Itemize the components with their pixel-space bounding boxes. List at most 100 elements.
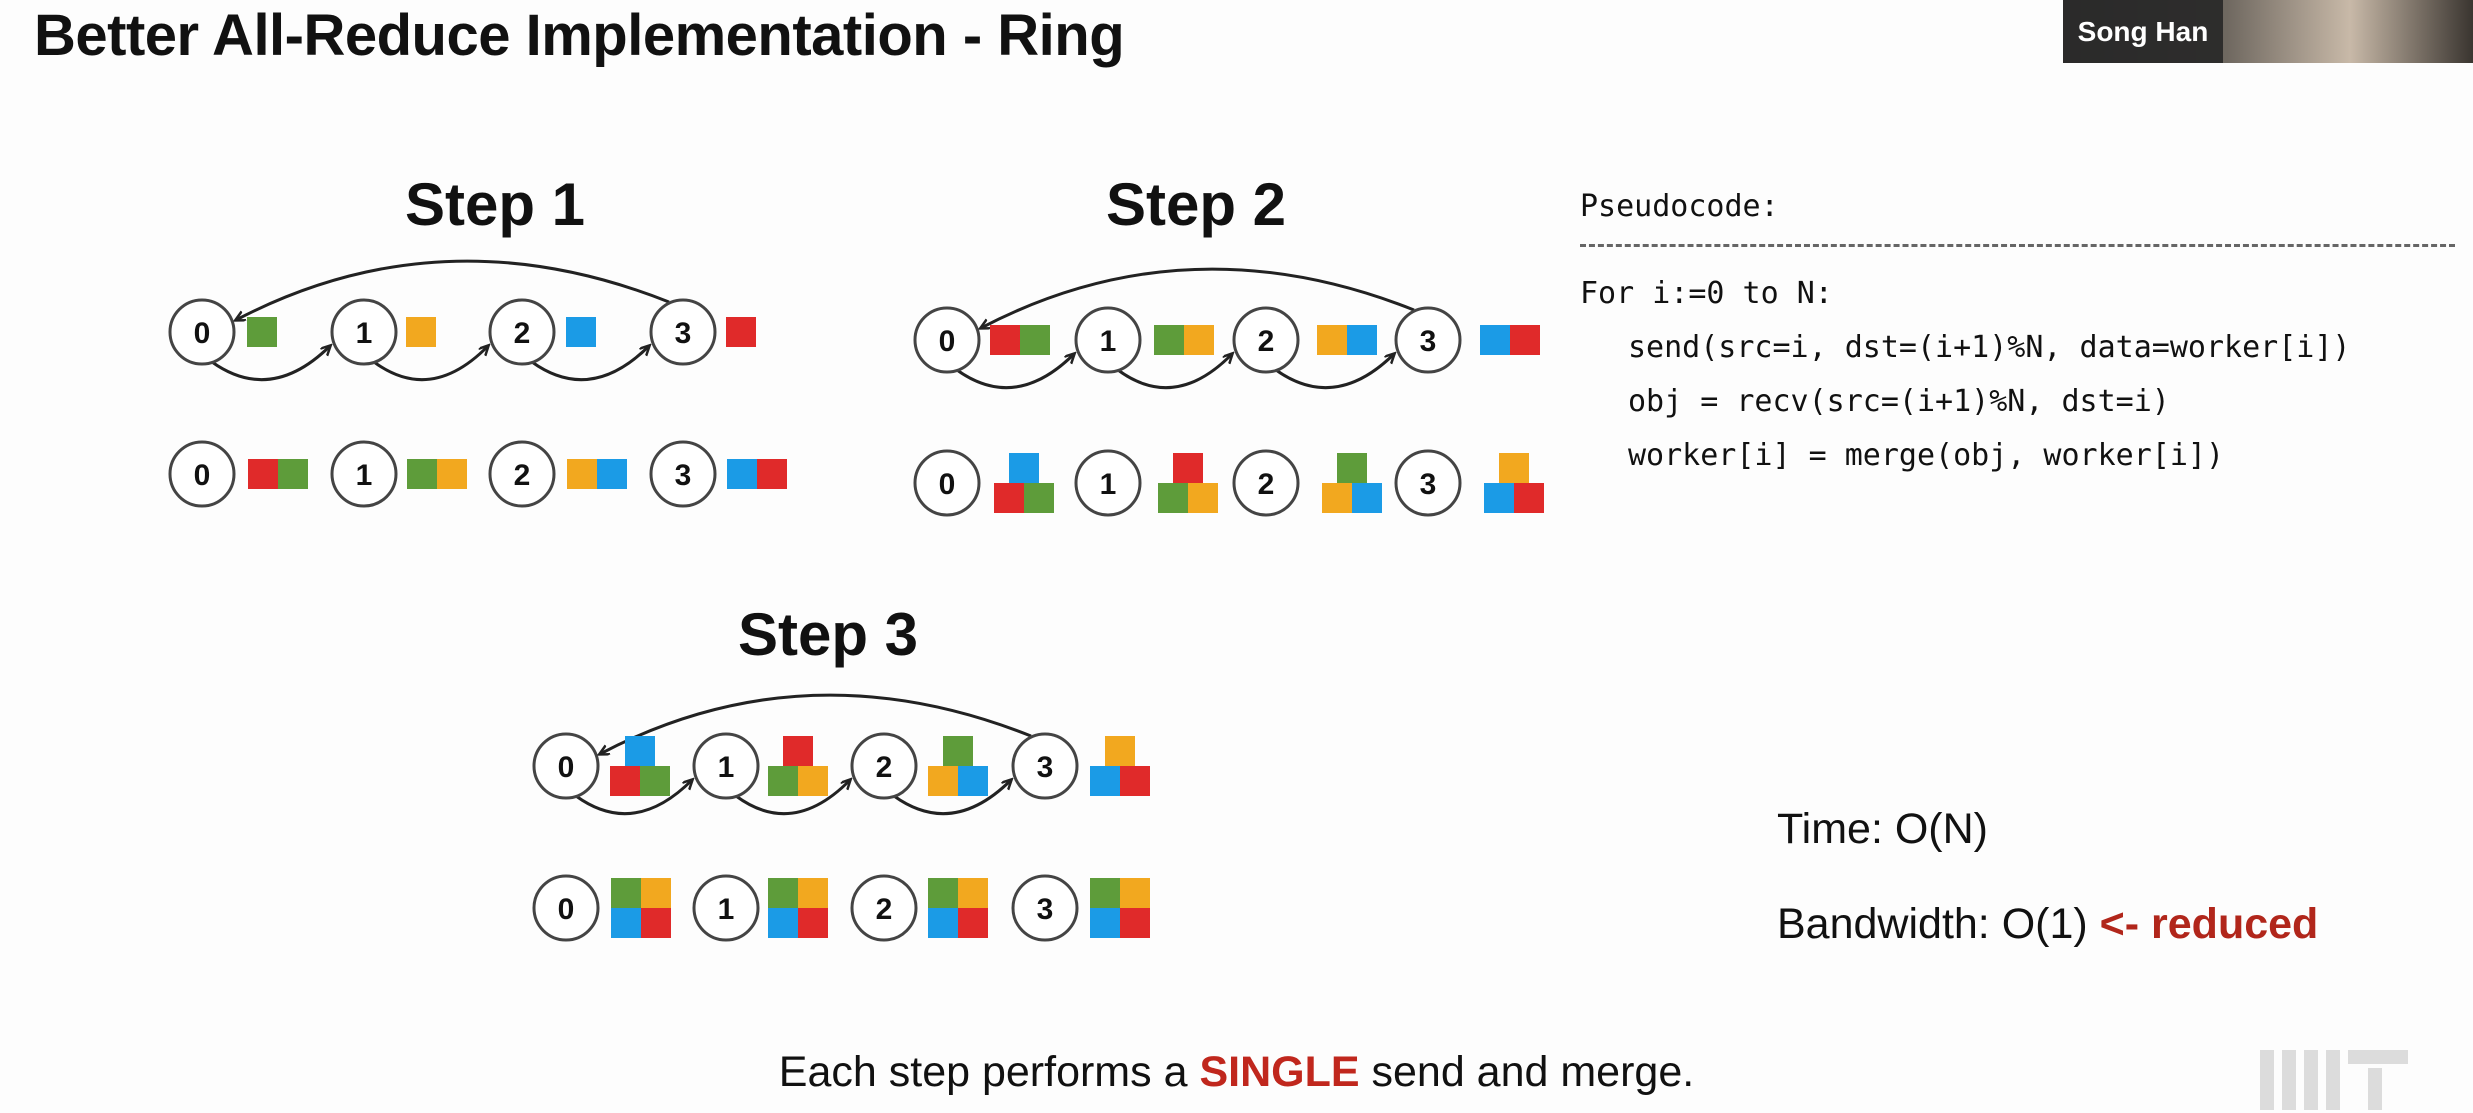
- data-chunk: [798, 908, 828, 938]
- mit-logo: [2260, 1050, 2408, 1110]
- data-chunk: [1009, 453, 1039, 483]
- data-chunk: [1352, 483, 1382, 513]
- data-chunk: [1347, 325, 1377, 355]
- caption-before: Each step performs a: [778, 1048, 1188, 1096]
- pseudocode-block: Pseudocode: For i:=0 to N: send(src=i, d…: [1580, 180, 2455, 483]
- data-chunk: [1184, 325, 1214, 355]
- bandwidth-complexity: Bandwidth: O(1) <- reduced: [1777, 900, 2318, 949]
- worker-node-3: [1394, 306, 1462, 374]
- data-chunk: [768, 766, 798, 796]
- pseudocode-line-3: obj = recv(src=(i+1)%N, dst=i): [1628, 384, 2170, 419]
- pseudocode-header: Pseudocode:: [1580, 189, 1779, 224]
- data-chunk: [958, 766, 988, 796]
- data-chunk: [798, 878, 828, 908]
- data-chunk: [1480, 325, 1510, 355]
- ring-arrow: [956, 354, 1074, 390]
- data-chunk: [727, 459, 757, 489]
- data-chunk: [640, 766, 670, 796]
- data-chunk: [1499, 453, 1529, 483]
- data-chunk: [1090, 908, 1120, 938]
- worker-label-1: 1: [718, 893, 735, 926]
- data-chunk: [1020, 325, 1050, 355]
- data-chunk: [406, 317, 436, 347]
- data-chunk: [798, 766, 828, 796]
- data-chunk: [1188, 483, 1218, 513]
- data-chunk: [625, 736, 655, 766]
- pseudocode-line-1: For i:=0 to N:: [1580, 276, 1833, 311]
- worker-node-1: [330, 440, 398, 508]
- ring-return-arrow: [600, 693, 1032, 754]
- data-chunk: [1158, 483, 1188, 513]
- caption-emphasis: SINGLE: [1199, 1048, 1360, 1096]
- presenter-name: Song Han: [2063, 0, 2223, 63]
- worker-label-2: 2: [1258, 468, 1275, 501]
- worker-label-1: 1: [718, 751, 735, 784]
- worker-node-2: [850, 874, 918, 942]
- worker-node-2: [488, 298, 556, 366]
- data-chunk: [768, 908, 798, 938]
- worker-label-1: 1: [356, 459, 373, 492]
- worker-node-1: [692, 874, 760, 942]
- data-chunk: [1484, 483, 1514, 513]
- worker-label-2: 2: [876, 893, 893, 926]
- data-chunk: [1090, 766, 1120, 796]
- presenter-video: Song Han: [2063, 0, 2473, 63]
- worker-label-3: 3: [675, 459, 692, 492]
- ring-return-arrow: [236, 259, 670, 320]
- worker-node-3: [1394, 449, 1462, 517]
- data-chunk: [1090, 878, 1120, 908]
- step-3-title: Step 3: [737, 601, 919, 668]
- data-chunk: [1337, 453, 1367, 483]
- slide-caption: Each step performs a SINGLE send and mer…: [0, 1048, 2473, 1097]
- data-chunk: [783, 736, 813, 766]
- bandwidth-reduced-note: <- reduced: [2099, 900, 2319, 948]
- ring-arrow: [1275, 354, 1394, 390]
- data-chunk: [248, 459, 278, 489]
- worker-label-3: 3: [1037, 893, 1054, 926]
- step-2-title: Step 2: [1105, 171, 1287, 238]
- ring-arrow: [893, 780, 1011, 816]
- worker-label-0: 0: [194, 459, 211, 492]
- worker-node-1: [692, 732, 760, 800]
- pseudocode-divider: [1580, 244, 2455, 247]
- worker-node-0: [168, 440, 236, 508]
- data-chunk: [928, 878, 958, 908]
- worker-label-3: 3: [675, 317, 692, 350]
- worker-node-1: [1074, 449, 1142, 517]
- worker-node-2: [1232, 306, 1300, 374]
- worker-label-3: 3: [1037, 751, 1054, 784]
- worker-label-0: 0: [939, 325, 956, 358]
- worker-node-3: [649, 298, 717, 366]
- data-chunk: [1120, 908, 1150, 938]
- worker-node-1: [330, 298, 398, 366]
- data-chunk: [1317, 325, 1347, 355]
- pseudocode-line-2: send(src=i, dst=(i+1)%N, data=worker[i]): [1628, 330, 2351, 365]
- ring-arrow: [735, 780, 850, 816]
- step-1-title: Step 1: [404, 171, 586, 238]
- worker-label-0: 0: [939, 468, 956, 501]
- data-chunk: [768, 878, 798, 908]
- worker-node-0: [913, 306, 981, 374]
- worker-node-0: [168, 298, 236, 366]
- data-chunk: [1173, 453, 1203, 483]
- ring-arrow: [211, 346, 330, 382]
- worker-node-0: [532, 732, 600, 800]
- data-chunk: [437, 459, 467, 489]
- data-chunk: [1510, 325, 1540, 355]
- data-chunk: [928, 908, 958, 938]
- ring-arrow: [531, 346, 649, 382]
- data-chunk: [641, 878, 671, 908]
- slide-title: Better All-Reduce Implementation - Ring: [34, 3, 1125, 68]
- data-chunk: [278, 459, 308, 489]
- data-chunk: [247, 317, 277, 347]
- worker-label-0: 0: [558, 751, 575, 784]
- bandwidth-value: Bandwidth: O(1): [1777, 900, 2088, 948]
- worker-label-3: 3: [1420, 325, 1437, 358]
- worker-node-3: [649, 440, 717, 508]
- worker-label-2: 2: [514, 317, 531, 350]
- data-chunk: [641, 908, 671, 938]
- data-chunk: [958, 908, 988, 938]
- worker-label-2: 2: [1258, 325, 1275, 358]
- caption-after: send and merge.: [1371, 1048, 1695, 1096]
